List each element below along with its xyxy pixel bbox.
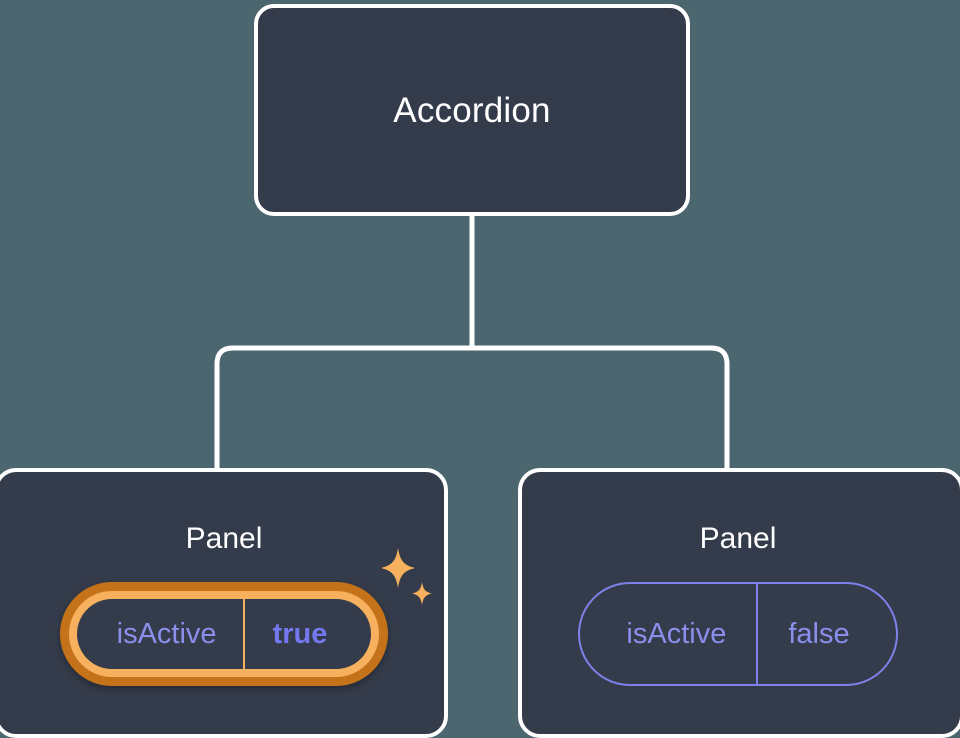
node-panel-right-title: Panel	[699, 522, 777, 555]
node-panel-right[interactable]: Panel isActive false	[518, 468, 960, 738]
panel-left-content: Panel isActive true	[0, 472, 444, 734]
prop-name-left: isActive	[116, 617, 217, 650]
prop-value-right: false	[756, 584, 895, 684]
prop-name-right: isActive	[626, 617, 727, 650]
connector-branch-bus	[214, 345, 730, 468]
prop-badge-is-active-false[interactable]: isActive false	[578, 582, 898, 686]
panel-right-content: Panel isActive false	[522, 472, 960, 734]
prop-badge-left-wrap: isActive true	[59, 548, 433, 686]
sparkles-group	[376, 546, 436, 616]
node-accordion-title: Accordion	[393, 90, 551, 130]
sparkle-small-icon	[412, 582, 433, 605]
prop-badge-is-active-true[interactable]: isActive true	[59, 582, 389, 686]
prop-badge-face: isActive true	[76, 599, 372, 669]
prop-value-left: true	[242, 599, 372, 669]
prop-badge-right-wrap: isActive false	[578, 582, 898, 686]
sparkle-large-icon	[381, 548, 416, 588]
node-accordion[interactable]: Accordion	[254, 4, 690, 216]
node-panel-left[interactable]: Panel isActive true	[0, 468, 448, 738]
node-panel-left-title: Panel	[185, 522, 263, 555]
